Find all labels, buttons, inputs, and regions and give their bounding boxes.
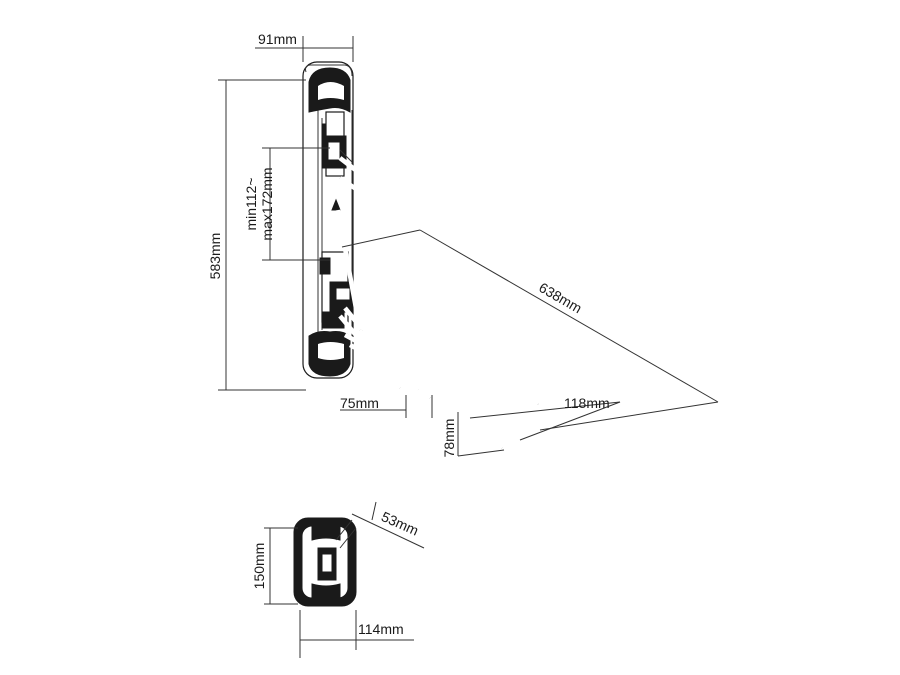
dim-hanger-height: 78mm — [441, 419, 457, 458]
dim-small-height: 150mm — [251, 543, 267, 590]
small-dimension-lines — [264, 501, 425, 658]
wall-rail — [302, 61, 354, 379]
dim-bar-offset: 75mm — [340, 395, 379, 411]
dim-hanger-width: 118mm — [564, 395, 610, 411]
small-bracket — [293, 517, 357, 607]
main-dimension-lines — [218, 36, 719, 457]
dim-adjust-max: max172mm — [259, 167, 275, 240]
dim-small-depth: 53mm — [379, 508, 421, 538]
dim-width-top: 91mm — [258, 31, 297, 47]
dim-height-total: 583mm — [207, 233, 223, 280]
hanger-arm — [335, 156, 540, 450]
dim-adjust-min: min112~ — [243, 177, 259, 230]
dim-small-width: 114mm — [358, 621, 404, 637]
